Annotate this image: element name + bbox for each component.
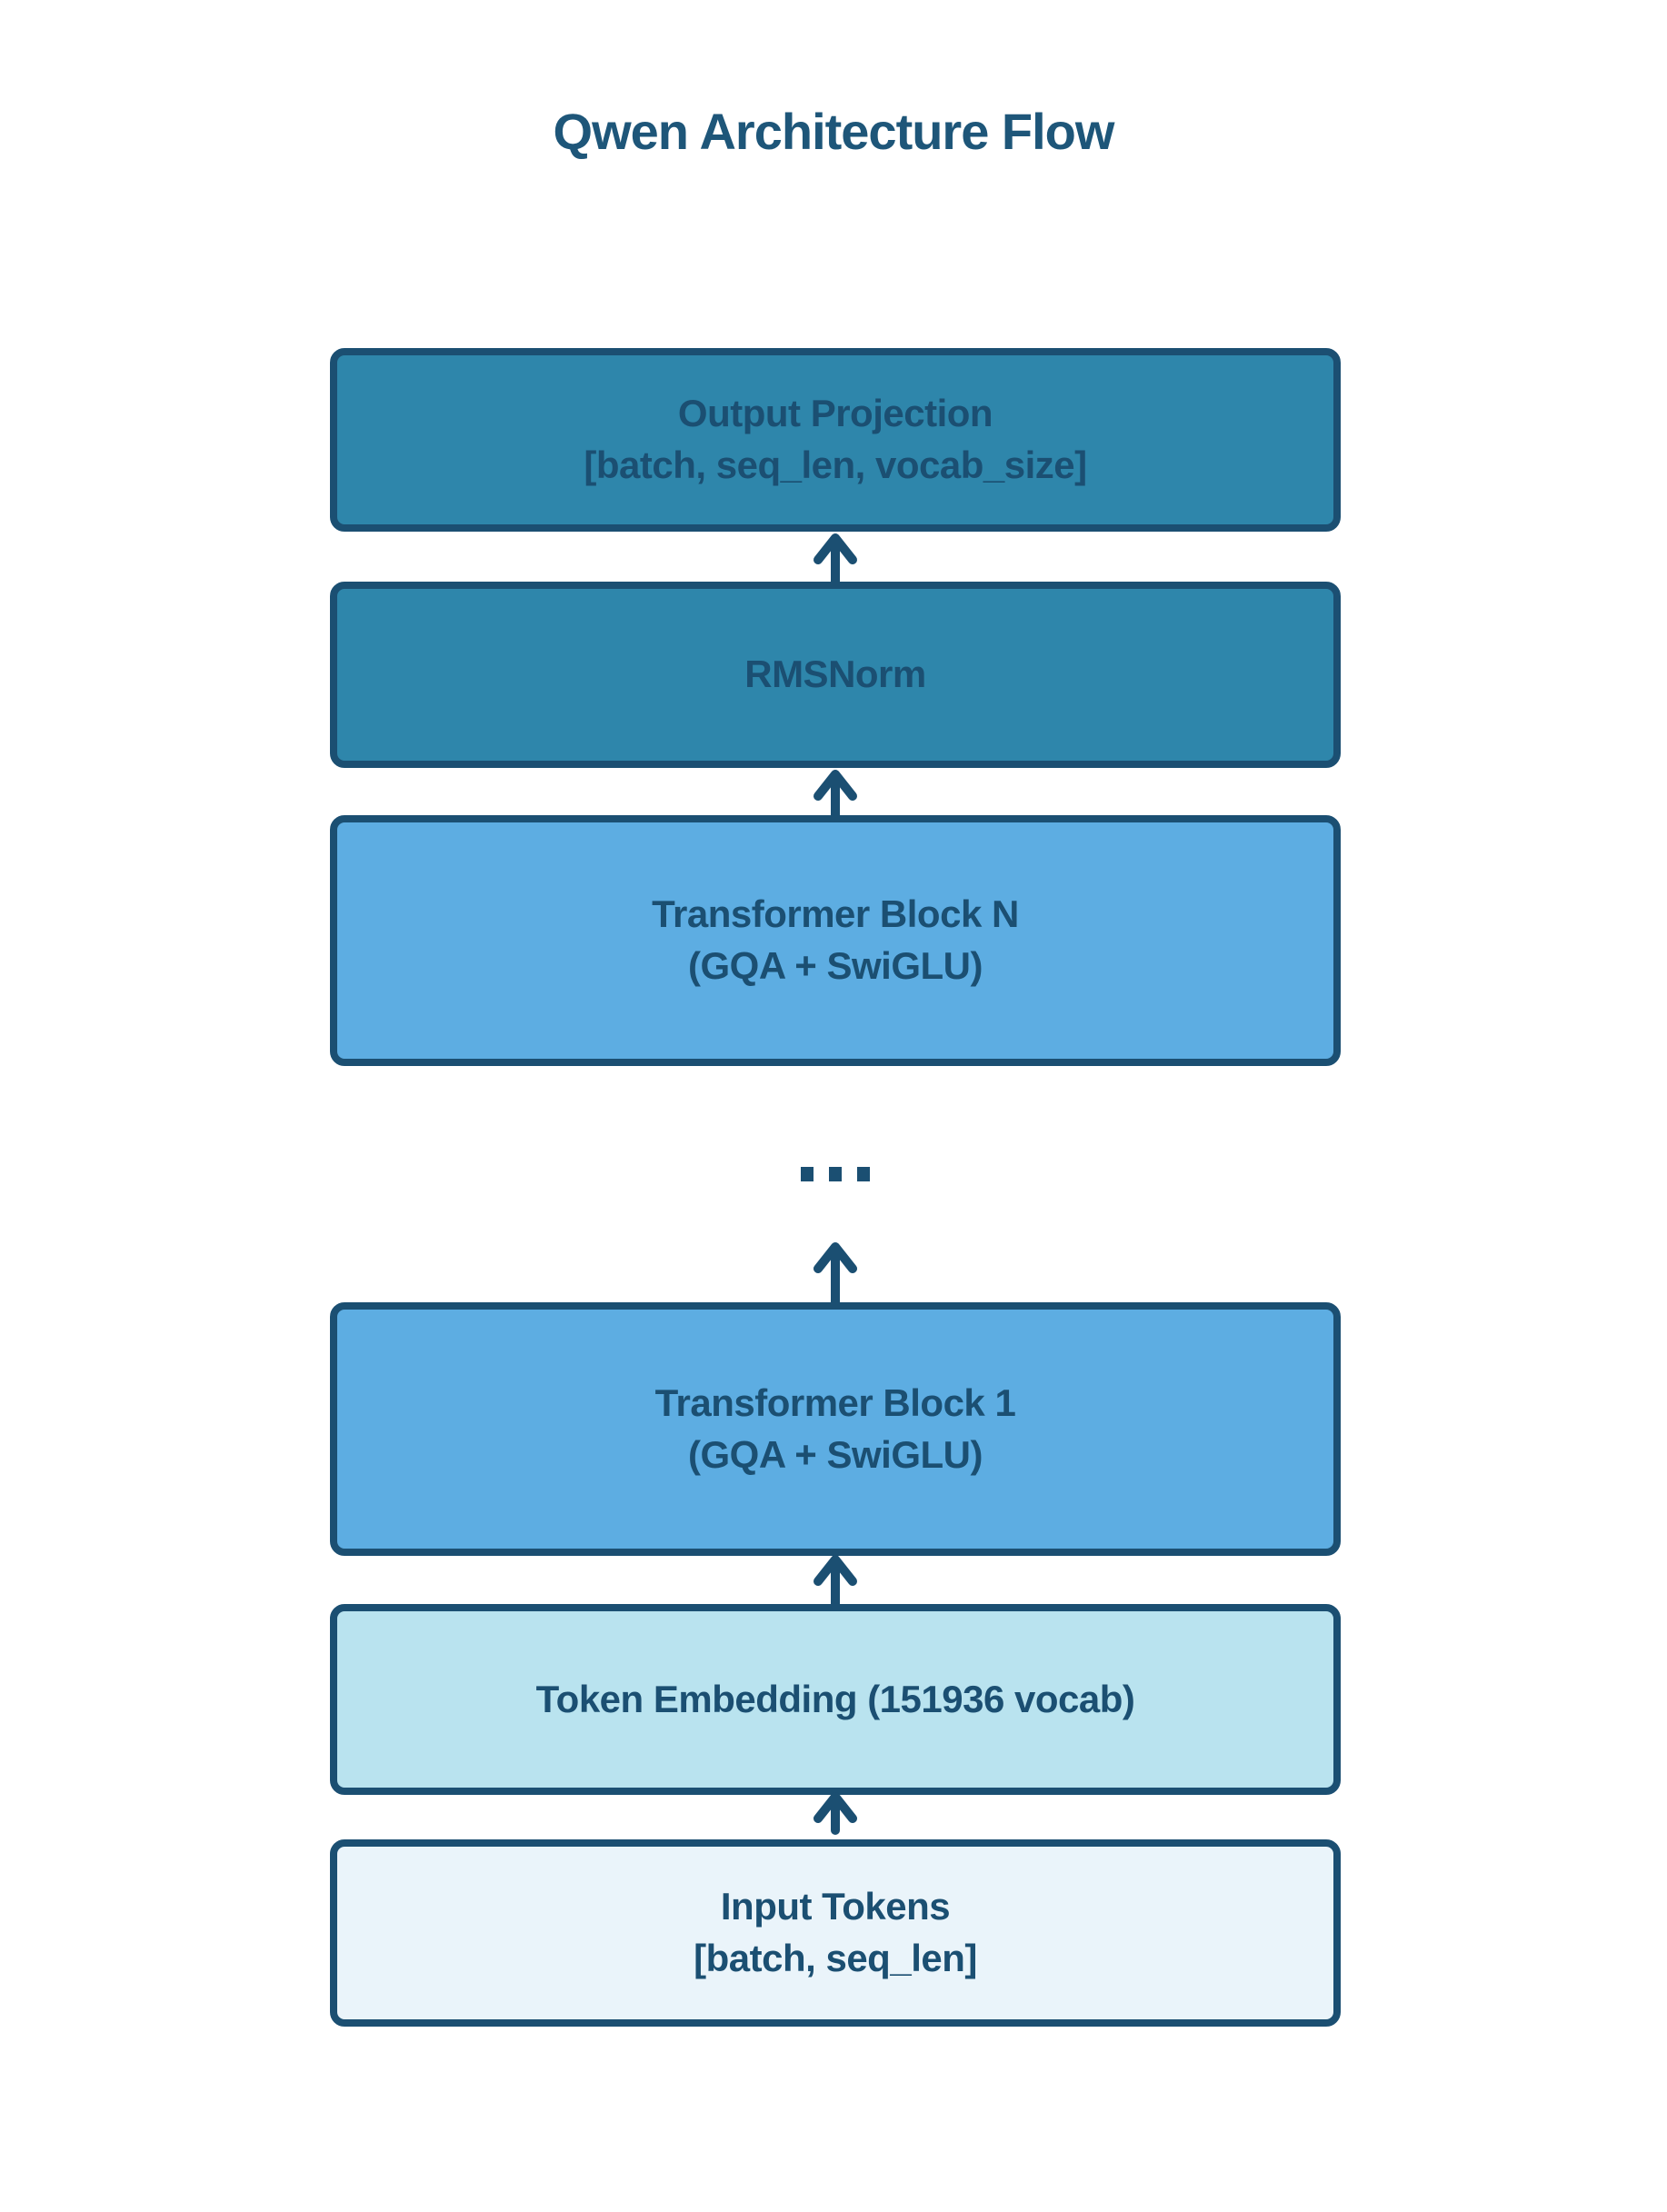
ellipsis-dots bbox=[330, 1166, 1341, 1182]
box-transformer-block-1-label: Transformer Block 1 bbox=[654, 1380, 1016, 1424]
box-output-projection: Output Projection [batch, seq_len, vocab… bbox=[330, 348, 1341, 532]
up-arrow-icon bbox=[814, 533, 857, 591]
box-transformer-block-n-detail: (GQA + SwiGLU) bbox=[688, 944, 983, 987]
box-rmsnorm-label: RMSNorm bbox=[744, 653, 926, 696]
box-output-projection-shape: [batch, seq_len, vocab_size] bbox=[584, 443, 1087, 486]
box-output-projection-label: Output Projection bbox=[677, 392, 993, 435]
page-title: Qwen Architecture Flow bbox=[553, 103, 1115, 160]
up-arrow-icon bbox=[814, 770, 857, 823]
box-token-embedding-label: Token Embedding (151936 vocab) bbox=[535, 1677, 1135, 1720]
up-arrow-icon bbox=[814, 1792, 857, 1835]
box-input-tokens-shape: [batch, seq_len] bbox=[694, 1937, 977, 1979]
box-token-embedding: Token Embedding (151936 vocab) bbox=[330, 1604, 1341, 1795]
box-input-tokens: Input Tokens [batch, seq_len] bbox=[330, 1839, 1341, 2027]
box-transformer-block-n: Transformer Block N (GQA + SwiGLU) bbox=[330, 815, 1341, 1066]
box-input-tokens-label: Input Tokens bbox=[720, 1885, 951, 1928]
box-rmsnorm: RMSNorm bbox=[330, 582, 1341, 768]
box-transformer-block-1: Transformer Block 1 (GQA + SwiGLU) bbox=[330, 1302, 1341, 1556]
ellipsis-dot bbox=[829, 1167, 842, 1181]
box-transformer-block-1-detail: (GQA + SwiGLU) bbox=[688, 1432, 983, 1476]
ellipsis-dot bbox=[801, 1167, 814, 1181]
box-transformer-block-n-label: Transformer Block N bbox=[652, 892, 1019, 936]
ellipsis-dot bbox=[857, 1167, 870, 1181]
